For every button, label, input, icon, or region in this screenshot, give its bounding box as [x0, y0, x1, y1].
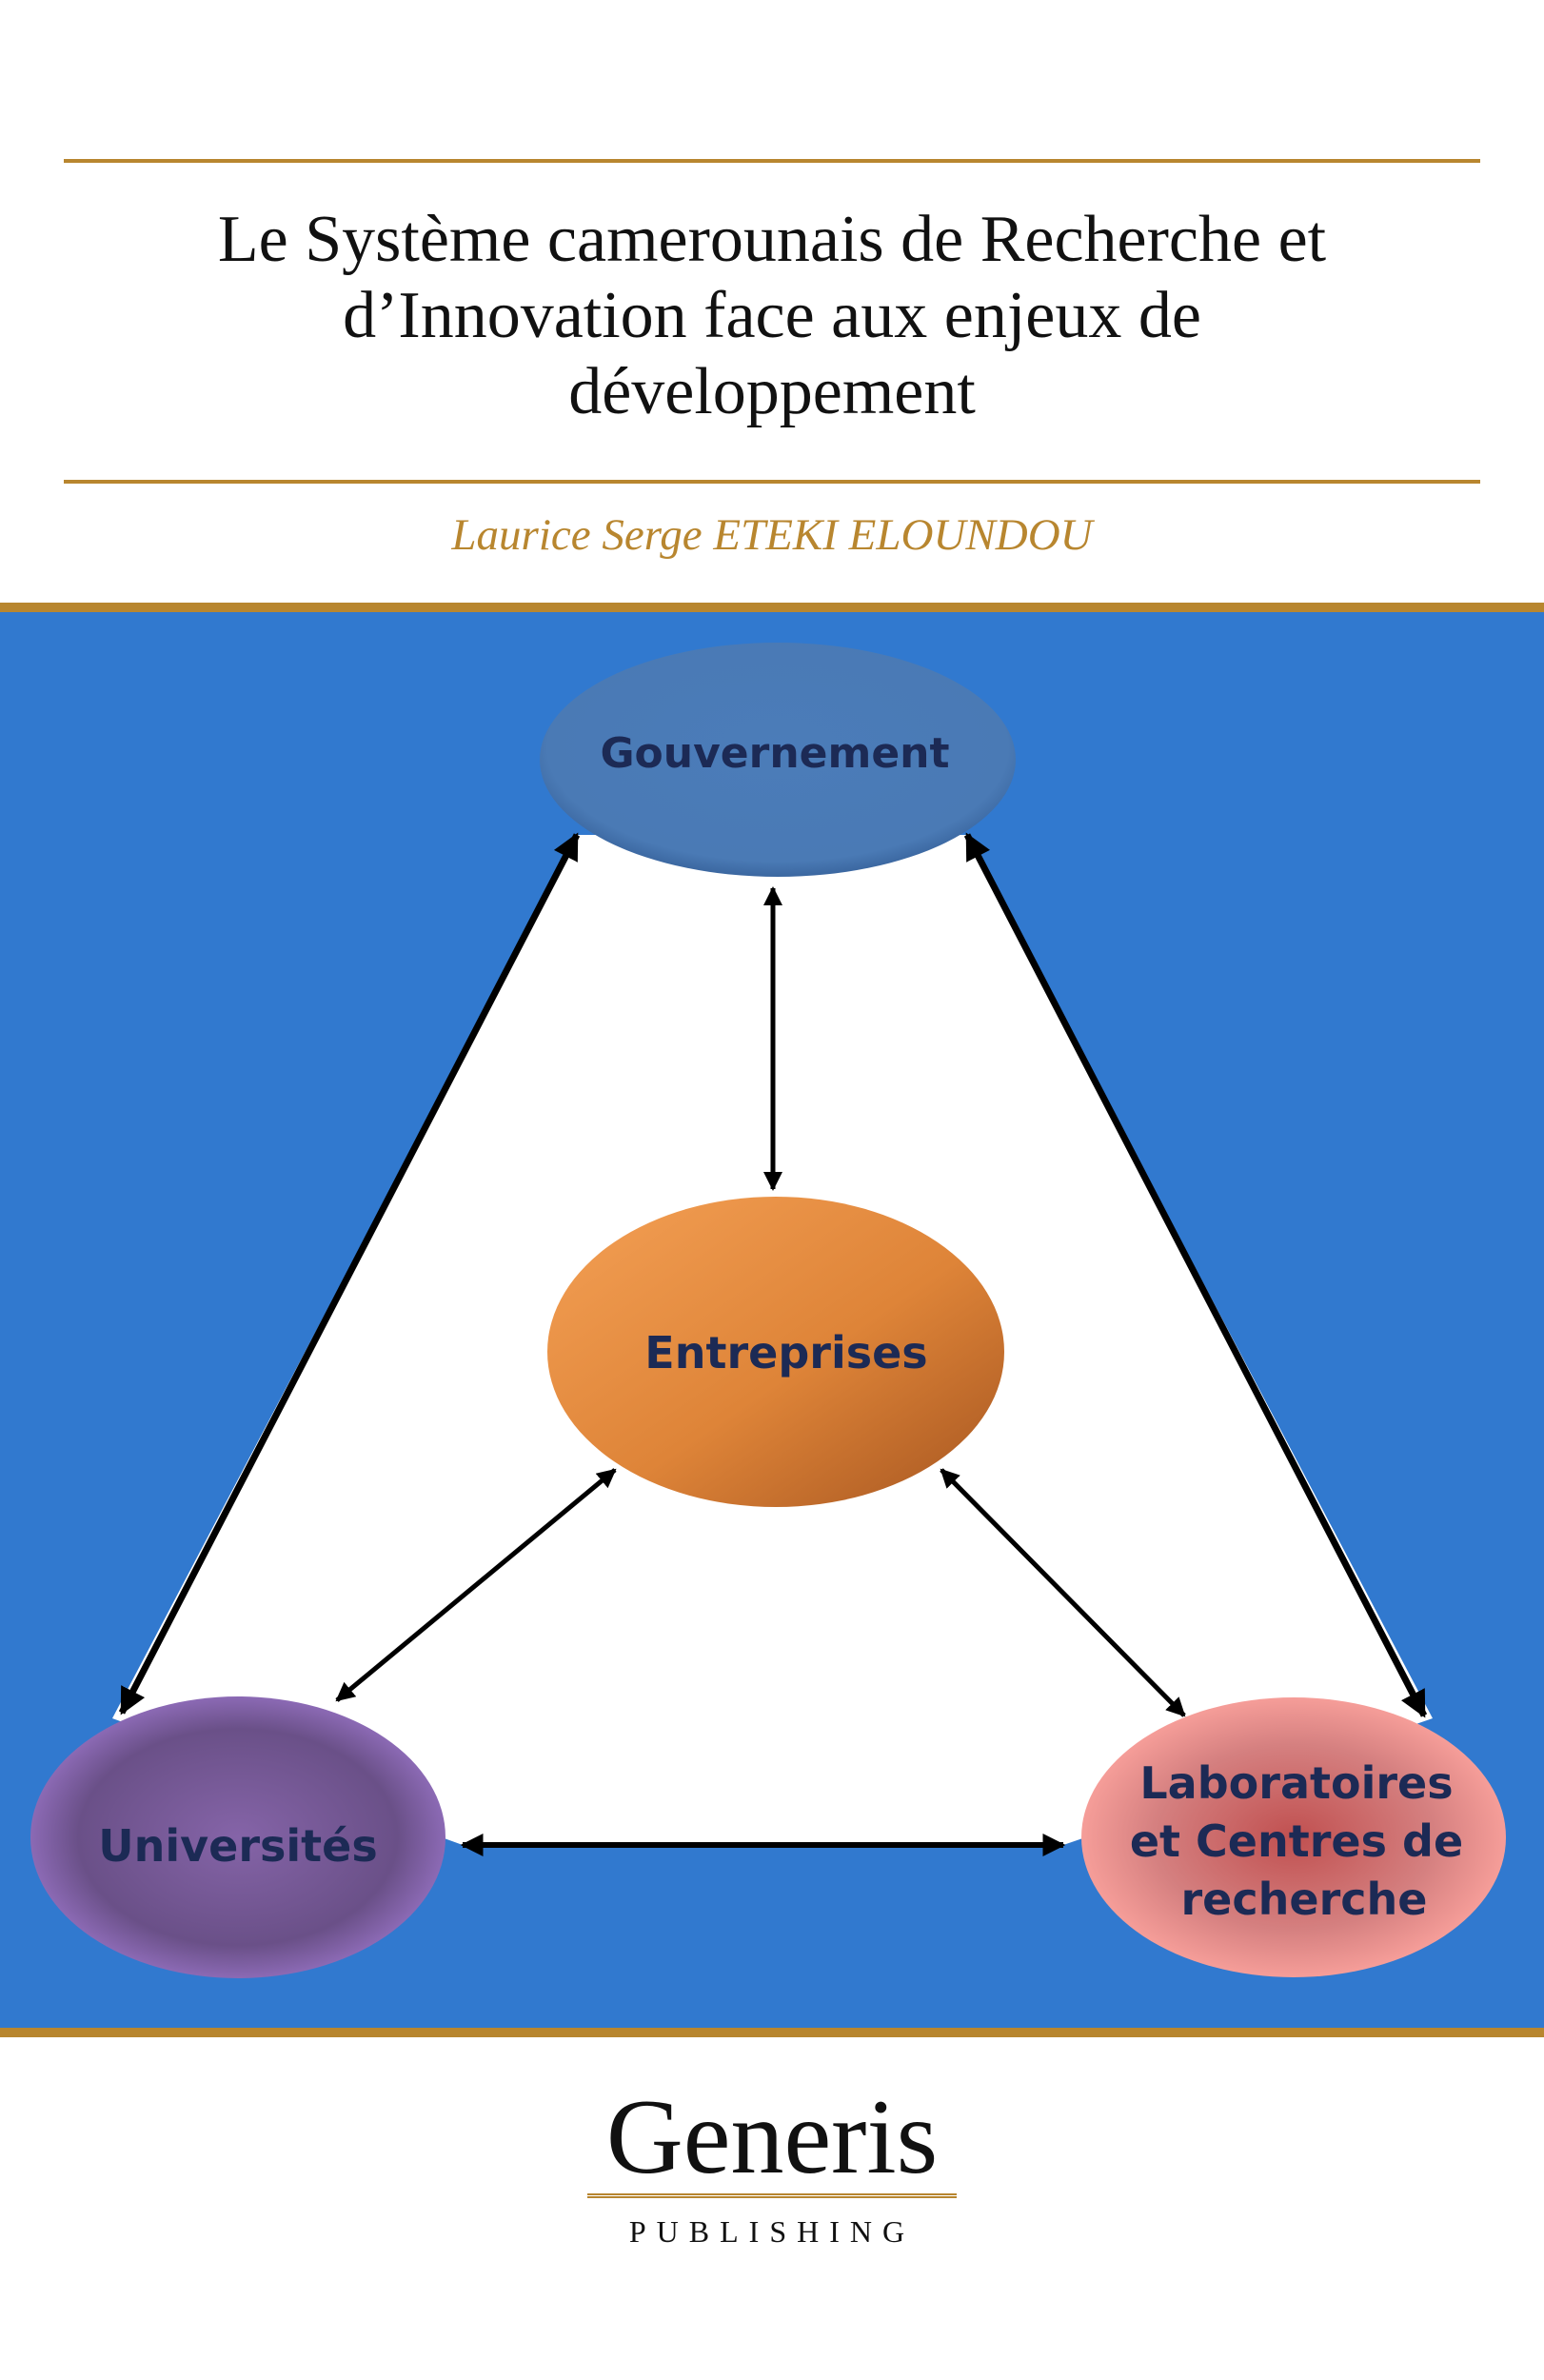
universities-label: Universités [98, 1820, 377, 1872]
author-name: Laurice Serge ETEKI ELOUNDOU [451, 510, 1093, 560]
book-title: Le Système camerounais de Recherche et d… [95, 202, 1449, 430]
bottom-gold-band [0, 2028, 1544, 2037]
node-government: Gouvernement [540, 643, 1016, 877]
enterprises-label: Entreprises [644, 1327, 927, 1378]
arrow-government-labs [963, 832, 1428, 1718]
government-label: Gouvernement [600, 729, 949, 778]
arrow-enterprises-universities [335, 1468, 617, 1702]
publisher-logo-name: Generis [605, 2078, 939, 2196]
node-universities: Universités [30, 1696, 445, 1978]
top-rule [64, 159, 1480, 163]
arrow-enterprises-labs [940, 1468, 1186, 1717]
node-labs: Laboratoires et Centres de recherche [1081, 1697, 1506, 1977]
labs-label-line-1: Laboratoires [1139, 1757, 1453, 1809]
arrow-government-universities [118, 832, 581, 1716]
node-enterprises: Entreprises [547, 1197, 1004, 1507]
title-bottom-rule [64, 480, 1480, 484]
publisher-logo-subtitle: PUBLISHING [628, 2214, 916, 2249]
top-gold-band [0, 603, 1544, 612]
labs-label-line-3: recherche [1181, 1874, 1428, 1925]
title-line-3: développement [568, 355, 976, 428]
labs-label-line-2: et Centres de [1130, 1815, 1463, 1867]
title-line-1: Le Système camerounais de Recherche et [217, 203, 1327, 276]
publisher-logo-rule [587, 2193, 957, 2198]
title-line-2: d’Innovation face aux enjeux de [343, 279, 1201, 352]
